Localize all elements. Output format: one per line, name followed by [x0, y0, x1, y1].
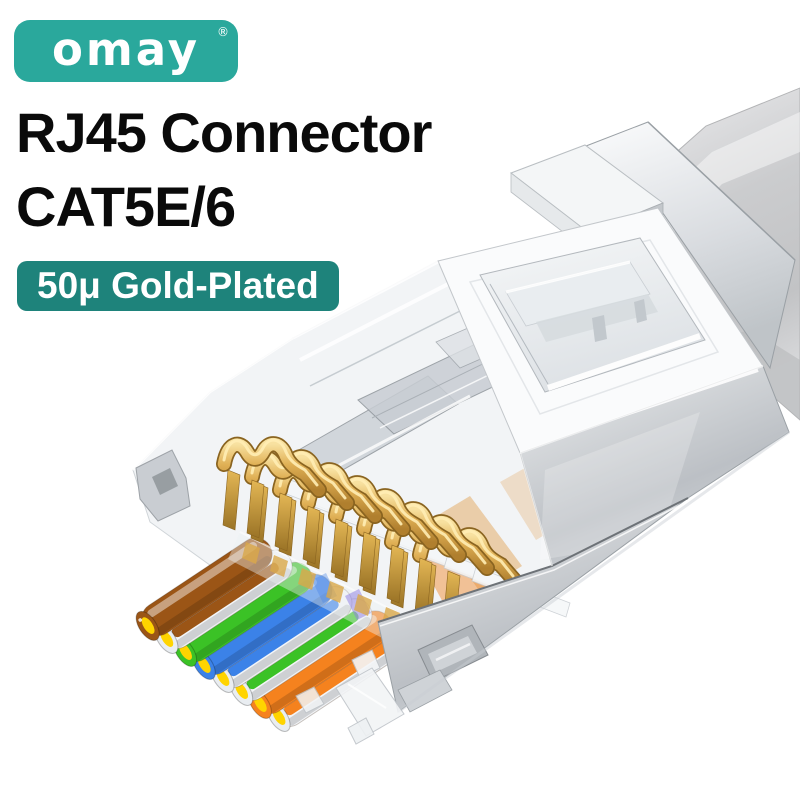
wire-brown — [135, 537, 273, 641]
gold-pins — [216, 436, 523, 630]
contact-slots — [275, 475, 571, 618]
latch — [295, 649, 405, 745]
shield-front-tab — [135, 449, 191, 522]
brand-logo-text: omay — [51, 22, 201, 76]
product-title-line2: CAT5E/6 — [16, 175, 236, 238]
shield-lower-wedge — [377, 430, 790, 714]
feature-badge: 50μ Gold-Plated — [17, 261, 339, 311]
product-title-line1: RJ45 Connector — [16, 101, 432, 164]
edge-highlights — [292, 260, 764, 567]
brand-logo-badge: omay ® — [14, 20, 238, 82]
top-window — [437, 207, 764, 454]
registered-trademark-icon: ® — [217, 25, 229, 39]
gold-pin — [216, 436, 327, 564]
